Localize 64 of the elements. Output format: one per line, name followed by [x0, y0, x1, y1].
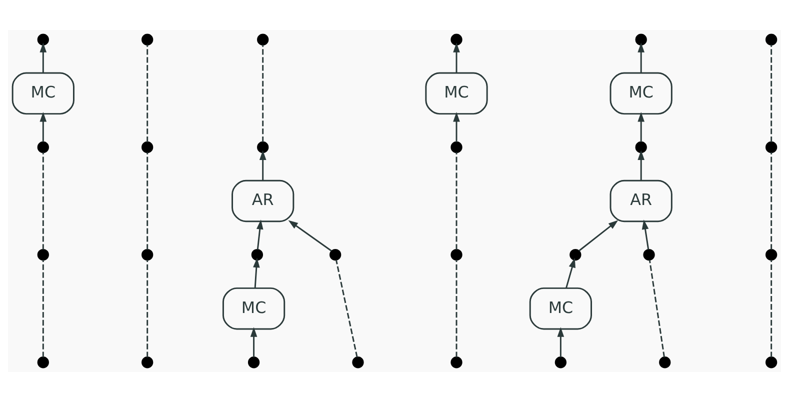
arrow: [578, 220, 618, 251]
arrow: [253, 257, 260, 288]
node-circle: [142, 356, 154, 368]
arrow: [256, 219, 264, 250]
arrow: [642, 219, 650, 250]
arrow: [566, 257, 576, 288]
arrow: [288, 220, 332, 251]
node-circle: [450, 248, 462, 260]
node-box: AR: [610, 179, 672, 222]
node-circle: [766, 33, 778, 45]
node-circle: [766, 140, 778, 153]
node-circle: [450, 33, 462, 45]
arrow: [557, 326, 564, 357]
node-circle: [37, 140, 49, 153]
arrow: [638, 150, 644, 180]
node-circle: [257, 140, 269, 153]
connector: [456, 152, 458, 250]
arrow: [638, 112, 644, 142]
arrow: [40, 42, 47, 72]
node-box: MC: [610, 72, 672, 114]
node-circle: [766, 248, 778, 260]
node-circle: [330, 248, 342, 260]
arrow: [250, 326, 258, 357]
node-circle: [635, 140, 647, 153]
connector: [146, 259, 148, 357]
arrow: [40, 112, 47, 142]
connector: [146, 152, 148, 250]
node-circle: [570, 248, 582, 260]
node-circle: [643, 248, 655, 260]
node-circle: [554, 356, 567, 368]
connector: [42, 259, 44, 357]
connector: [456, 259, 458, 357]
node-circle: [142, 33, 154, 45]
node-box: MC: [222, 286, 286, 330]
node-circle: [248, 356, 260, 368]
arrow: [638, 42, 644, 72]
node-circle: [37, 248, 49, 260]
arrow: [453, 42, 460, 72]
connector: [42, 152, 44, 250]
node-circle: [142, 140, 154, 153]
node-box: MC: [529, 286, 592, 330]
arrow: [259, 150, 266, 180]
node-circle: [251, 248, 264, 260]
node-box: MC: [425, 72, 488, 114]
node-circle: [37, 356, 49, 368]
connector: [648, 259, 665, 357]
node-circle: [257, 33, 269, 45]
connector: [335, 259, 358, 357]
node-box: AR: [232, 179, 294, 222]
node-circle: [766, 356, 778, 368]
node-circle: [450, 356, 462, 368]
connector: [770, 259, 772, 357]
arrow: [453, 112, 460, 142]
connector: [262, 44, 264, 142]
node-circle: [352, 356, 364, 368]
node-circle: [450, 140, 462, 153]
node-circle: [659, 356, 671, 368]
node-circle: [37, 33, 49, 45]
connector: [770, 44, 772, 142]
node-circle: [142, 248, 154, 260]
connector: [146, 44, 148, 142]
connector: [770, 152, 772, 250]
node-box: MC: [12, 72, 74, 114]
node-circle: [635, 33, 647, 45]
